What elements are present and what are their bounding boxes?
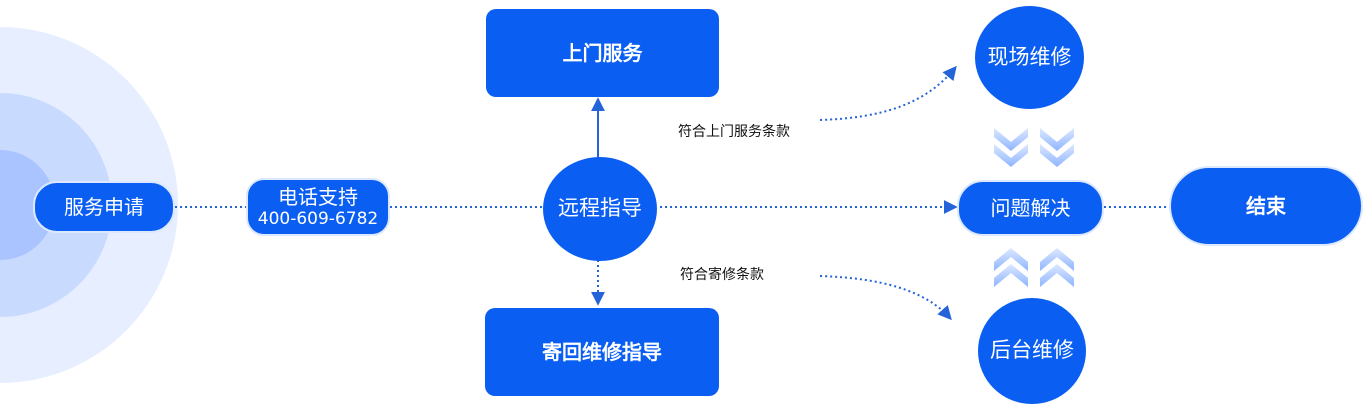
chevron-up-icon xyxy=(994,248,1074,287)
node-remote-guidance: 远程指导 xyxy=(543,157,657,261)
chevron-down-icon xyxy=(994,128,1074,167)
node-backend-repair: 后台维修 xyxy=(978,298,1086,404)
label-onsite-terms: 符合上门服务条款 xyxy=(678,124,790,140)
node-end-label: 结束 xyxy=(1246,194,1286,218)
node-phone-title: 电话支持 xyxy=(278,184,358,209)
label-mail-terms: 符合寄修条款 xyxy=(680,267,764,283)
node-apply-label: 服务申请 xyxy=(64,195,144,219)
node-phone-support: 电话支持 400-609-6782 xyxy=(246,178,390,236)
node-end: 结束 xyxy=(1169,166,1363,246)
node-field-repair: 现场维修 xyxy=(975,6,1084,109)
connector-to-backend-repair xyxy=(819,275,952,321)
node-onsite-label: 上门服务 xyxy=(562,41,643,65)
node-apply: 服务申请 xyxy=(33,181,175,233)
connector-to-field-repair xyxy=(819,65,957,121)
node-field-repair-label: 现场维修 xyxy=(987,44,1072,69)
node-solved-label: 问题解决 xyxy=(990,196,1071,220)
node-problem-solved: 问题解决 xyxy=(957,180,1104,236)
node-mail-repair-guide: 寄回维修指导 xyxy=(485,308,719,396)
node-mail-label: 寄回维修指导 xyxy=(542,340,662,364)
node-phone-number: 400-609-6782 xyxy=(257,208,379,229)
node-backend-repair-label: 后台维修 xyxy=(990,338,1074,363)
node-remote-label: 远程指导 xyxy=(558,196,642,221)
node-onsite-service: 上门服务 xyxy=(486,9,719,97)
halo-inner xyxy=(0,150,55,260)
